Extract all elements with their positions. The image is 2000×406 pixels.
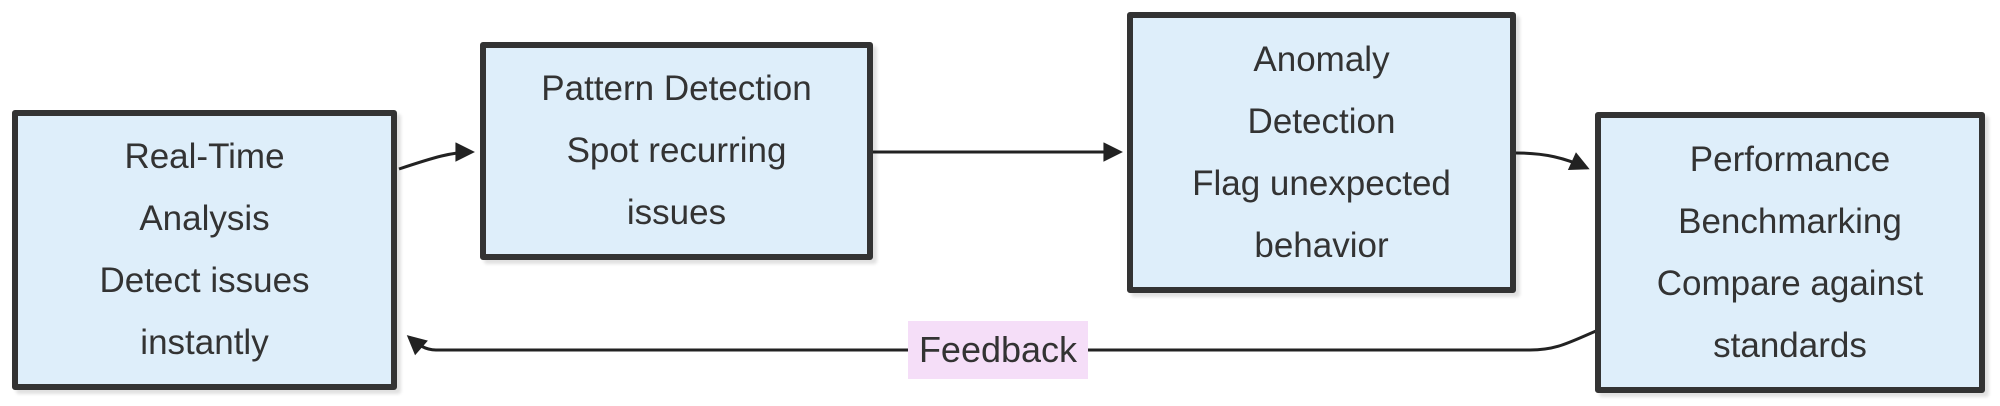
edge-feedback-return xyxy=(406,329,1597,356)
node-performance-benchmarking: Performance Benchmarking Compare against… xyxy=(1595,112,1985,393)
node-text-line: Analysis xyxy=(139,199,270,238)
node-anomaly-detection: Anomaly Detection Flag unexpected behavi… xyxy=(1127,12,1516,293)
node-text: Anomaly Detection Flag unexpected behavi… xyxy=(1192,29,1451,277)
node-text-line: Detection xyxy=(1247,101,1396,141)
node-text-line: Flag unexpected xyxy=(1192,163,1451,203)
node-text-line: issues xyxy=(626,193,727,232)
node-real-time-analysis: Real-Time Analysis Detect issues instant… xyxy=(12,110,397,390)
node-text: Pattern Detection Spot recurring issues xyxy=(541,58,811,244)
node-text-line: Pattern Detection xyxy=(541,69,812,108)
node-text-line: standards xyxy=(1713,325,1867,365)
node-text: Performance Benchmarking Compare against… xyxy=(1657,129,1924,377)
node-text-line: Real-Time xyxy=(124,137,285,176)
node-text-line: Performance xyxy=(1689,139,1891,179)
feedback-label: Feedback xyxy=(908,321,1088,379)
node-pattern-detection: Pattern Detection Spot recurring issues xyxy=(480,42,873,260)
node-text-line: instantly xyxy=(140,323,269,362)
edge-realtime-to-pattern xyxy=(398,142,475,171)
node-text-line: behavior xyxy=(1254,225,1389,265)
node-text: Real-Time Analysis Detect issues instant… xyxy=(99,126,309,374)
node-text-line: Compare against xyxy=(1656,263,1924,303)
node-text-line: Benchmarking xyxy=(1678,201,1902,241)
node-text-line: Anomaly xyxy=(1253,39,1390,79)
node-text-line: Spot recurring xyxy=(566,131,787,170)
node-text-line: Detect issues xyxy=(99,261,310,300)
edge-anomaly-to-benchmarking xyxy=(1515,151,1590,171)
